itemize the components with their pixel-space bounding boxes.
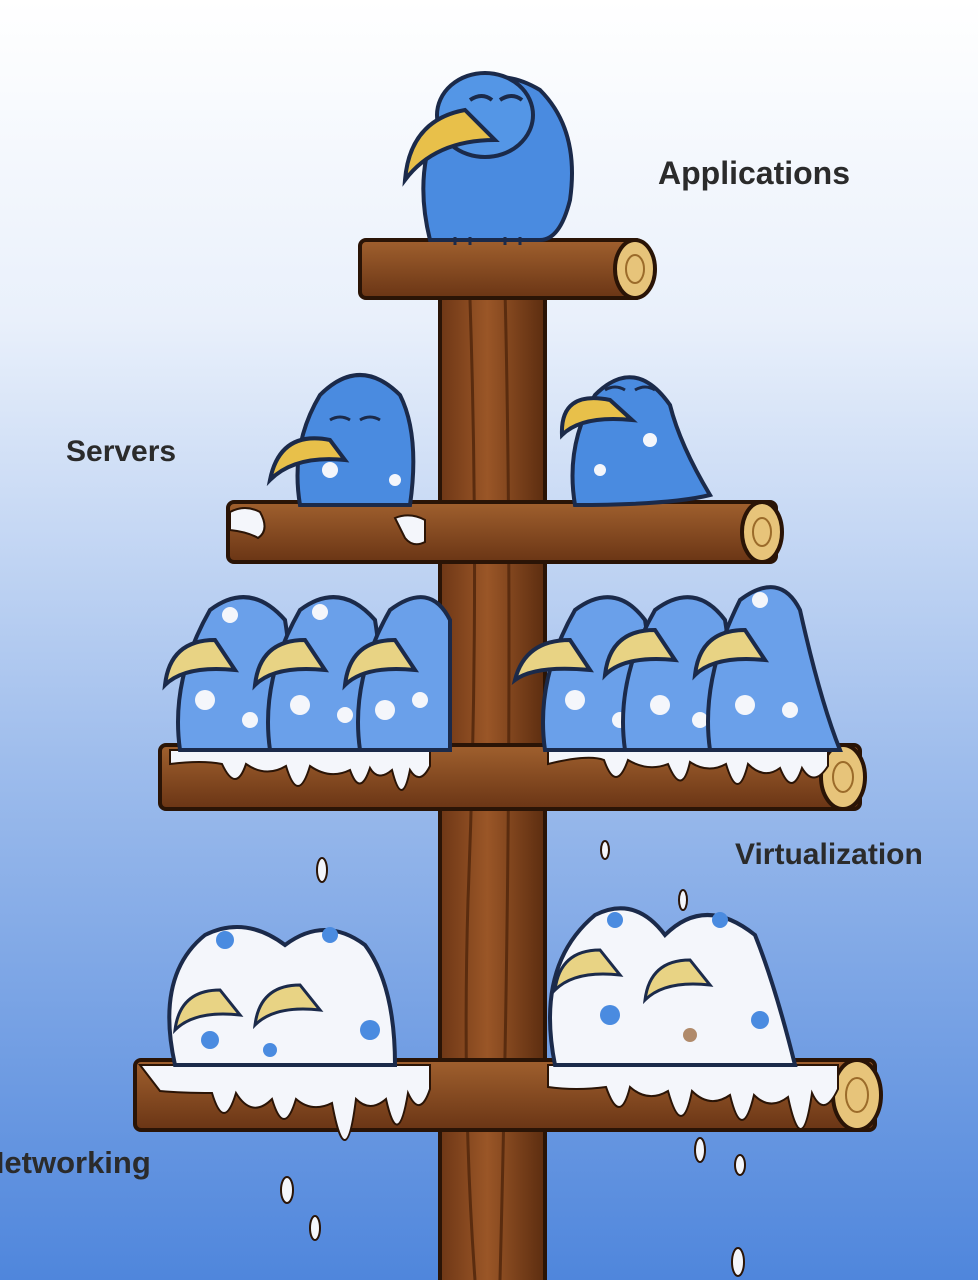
label-applications: Applications <box>658 155 851 191</box>
crossarm-top <box>358 238 657 300</box>
label-servers: Servers <box>66 435 177 468</box>
snow-drips <box>137 507 839 1141</box>
birds-virtualization-left <box>162 595 452 752</box>
falling-drops <box>280 840 746 1277</box>
birds-networking-left <box>167 925 398 1067</box>
label-virtualization: Virtualization <box>735 838 923 871</box>
bird-servers-left <box>266 373 416 507</box>
bird-applications <box>402 71 574 245</box>
bird-servers-right <box>559 375 714 508</box>
birds-virtualization-right <box>511 585 843 752</box>
crossarm-servers <box>226 500 784 564</box>
birds-networking-right <box>548 906 798 1067</box>
label-networking: Networking <box>0 1145 151 1180</box>
